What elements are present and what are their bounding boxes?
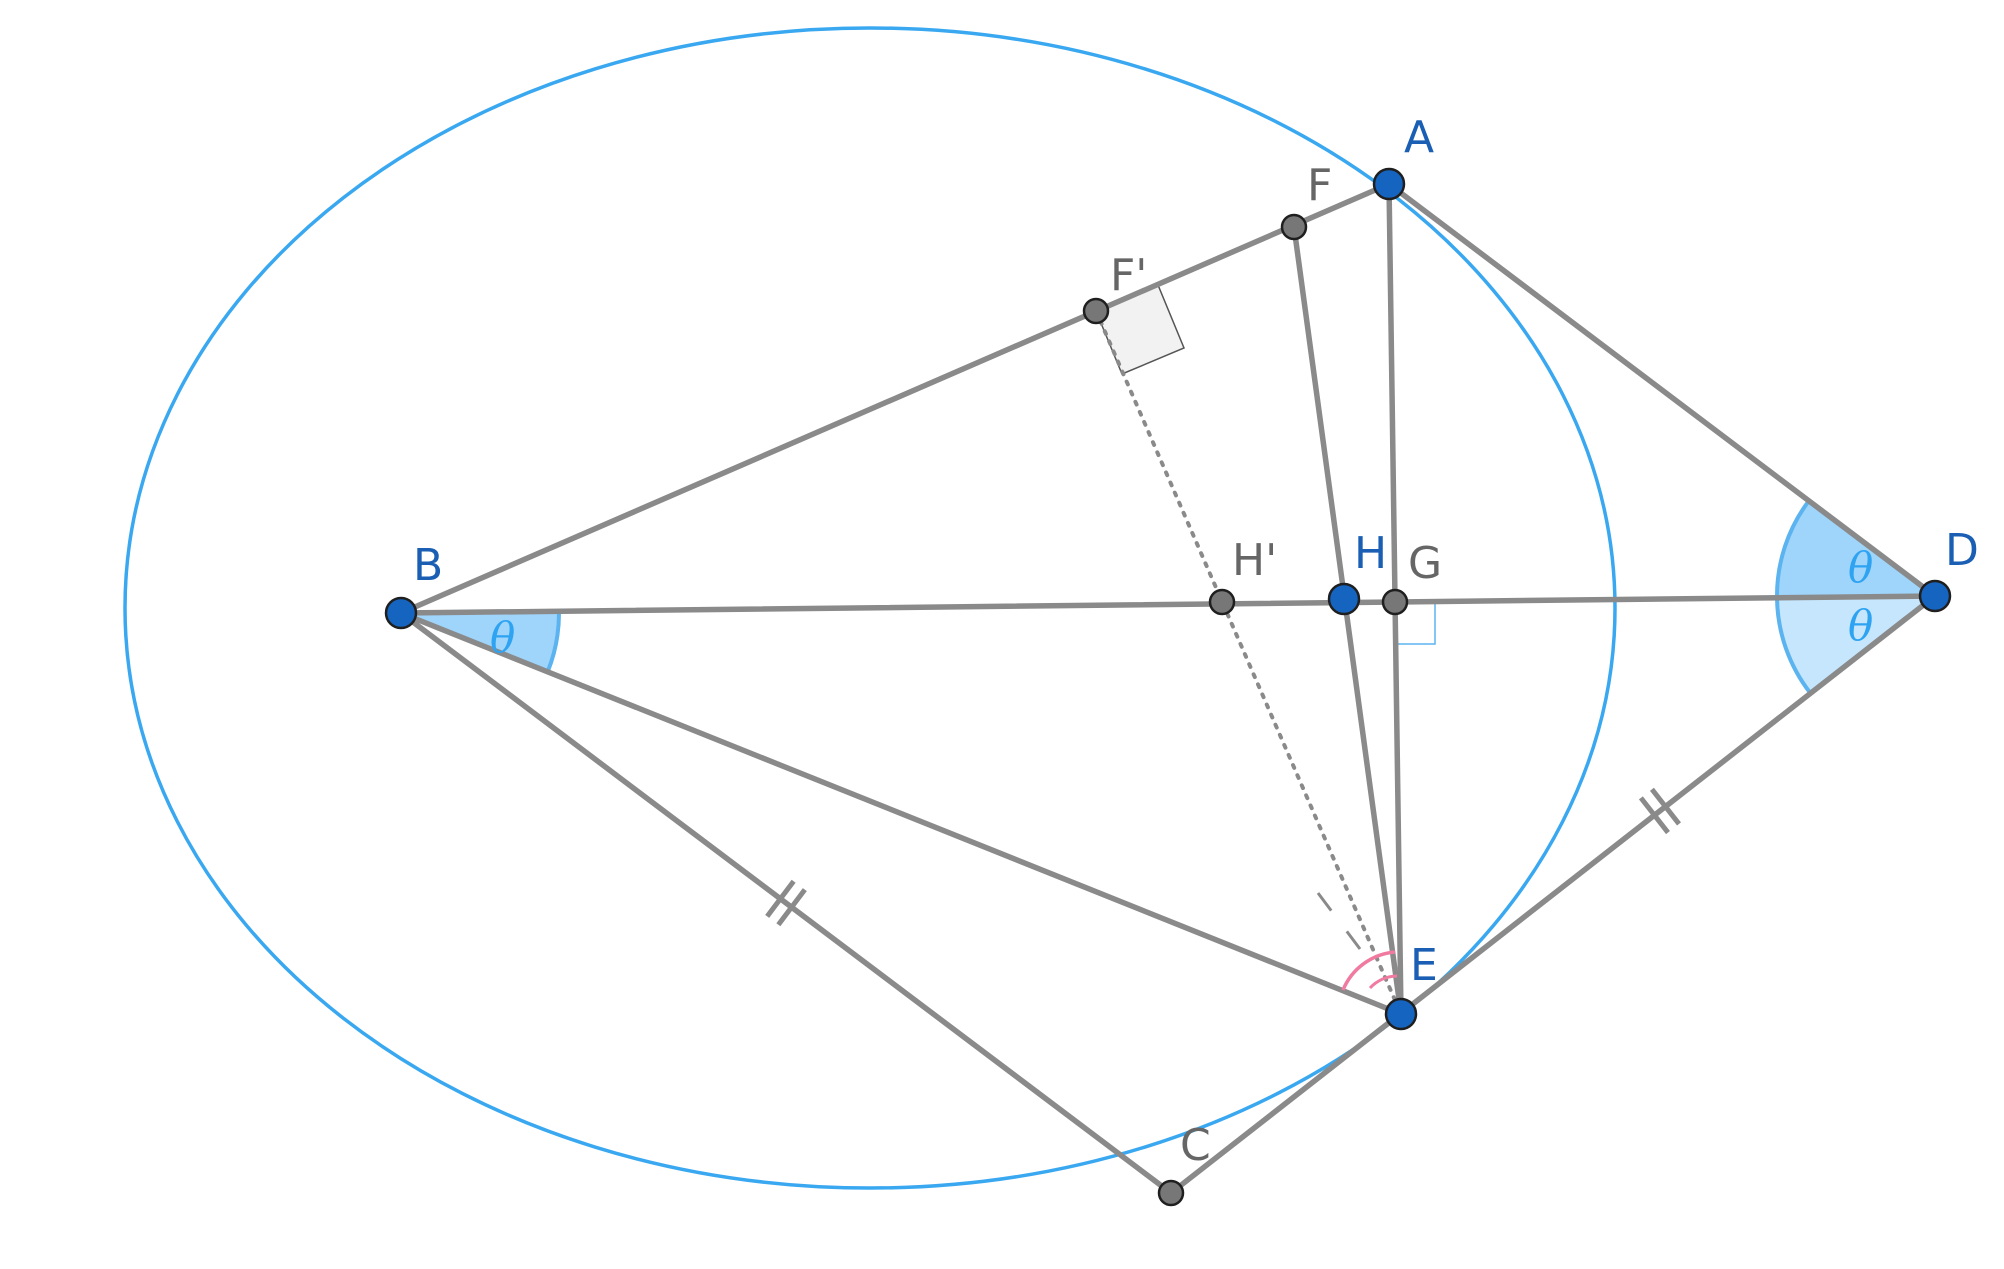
segment-ba <box>398 181 1392 616</box>
tick-mark-de-1 <box>1638 796 1670 835</box>
point-g <box>1381 588 1409 616</box>
segments <box>398 181 1938 1196</box>
tick-mark-bc-1 <box>765 879 796 918</box>
dashed-bisector <box>1316 892 1374 966</box>
angle-sector-bde-arc <box>1775 597 1813 695</box>
angle-arc-e-inner <box>1368 974 1398 990</box>
segment-bd <box>398 593 1938 616</box>
angle-arc-e-outer <box>1341 950 1396 991</box>
angle-marker-e <box>1341 950 1398 991</box>
point-label-g: G <box>1408 538 1442 589</box>
point-b <box>384 596 418 630</box>
segment-cd <box>1168 593 1938 1196</box>
segment-fe <box>1291 224 1404 1017</box>
angle-sector-bde <box>1777 596 1935 694</box>
point-c <box>1157 1179 1185 1207</box>
points <box>384 167 1952 1207</box>
dotted-segments <box>1094 309 1403 1016</box>
point-label-d: D <box>1945 525 1979 576</box>
segment-bc <box>398 610 1174 1196</box>
ellipse <box>123 26 1617 1190</box>
angle-sector-adb <box>1776 500 1935 598</box>
point-label-c: C <box>1180 1120 1211 1171</box>
point-label-h-prime: H' <box>1232 535 1277 586</box>
point-f-prime <box>1082 297 1110 325</box>
point-h <box>1327 582 1361 616</box>
segment-be <box>398 610 1404 1017</box>
point-label-f-prime: F' <box>1110 250 1147 301</box>
point-h-prime <box>1208 588 1236 616</box>
point-label-f: F <box>1307 160 1332 211</box>
point-label-e: E <box>1410 940 1438 991</box>
angle-sector-dbe-arc <box>545 611 561 673</box>
angle-markers <box>401 499 1935 695</box>
point-e <box>1384 997 1418 1031</box>
angle-label-b: θ <box>490 613 515 662</box>
point-f <box>1280 213 1308 241</box>
point-a <box>1372 167 1406 201</box>
tick-mark-bc-2 <box>776 888 807 927</box>
tick-mark-de-2 <box>1649 787 1681 826</box>
dotted-segment-f-primee <box>1094 309 1403 1016</box>
point-d <box>1918 579 1952 613</box>
point-label-b: B <box>413 540 443 591</box>
point-label-h: H <box>1354 528 1387 579</box>
tick-marks <box>765 787 1681 927</box>
angle-label-d-lower: θ <box>1848 601 1873 650</box>
right-angle-markers <box>1095 284 1436 645</box>
segment-ad <box>1386 181 1938 599</box>
point-label-a: A <box>1404 112 1434 163</box>
angle-sector-adb-arc <box>1775 499 1811 598</box>
angle-label-d-upper: θ <box>1848 543 1873 592</box>
